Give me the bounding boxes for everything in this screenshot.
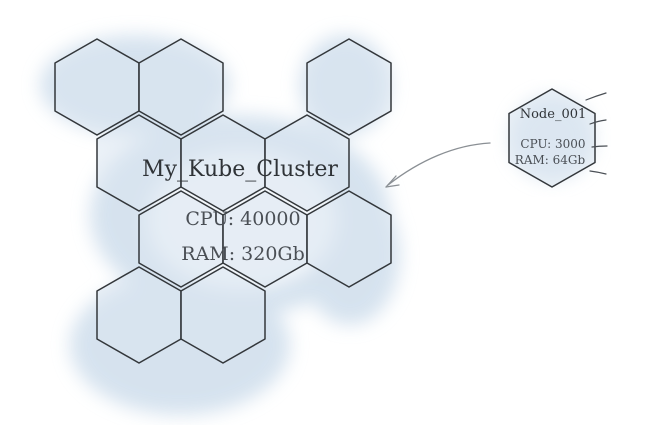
cluster-hexagon bbox=[306, 190, 392, 288]
cluster-hexagon bbox=[264, 114, 350, 212]
node-motion-lines bbox=[585, 92, 608, 175]
node-title: Node_001 bbox=[519, 107, 587, 122]
cluster-cpu-label: CPU: 40000 bbox=[185, 208, 301, 230]
cluster-ram-label: RAM: 320Gb bbox=[181, 243, 305, 265]
cluster-title: My_Kube_Cluster bbox=[142, 157, 338, 182]
arrow-node-to-cluster bbox=[385, 142, 491, 188]
cluster-hexagon bbox=[306, 38, 392, 136]
cluster-hexagon bbox=[180, 266, 266, 364]
node-cpu-label: CPU: 3000 bbox=[520, 137, 586, 151]
node-ram-label: RAM: 64Gb bbox=[514, 153, 586, 167]
cluster-hexagons bbox=[54, 38, 392, 364]
cluster-hexagon bbox=[138, 38, 224, 136]
node-hexagon bbox=[508, 88, 596, 188]
node-hexagon-shape bbox=[508, 88, 596, 188]
